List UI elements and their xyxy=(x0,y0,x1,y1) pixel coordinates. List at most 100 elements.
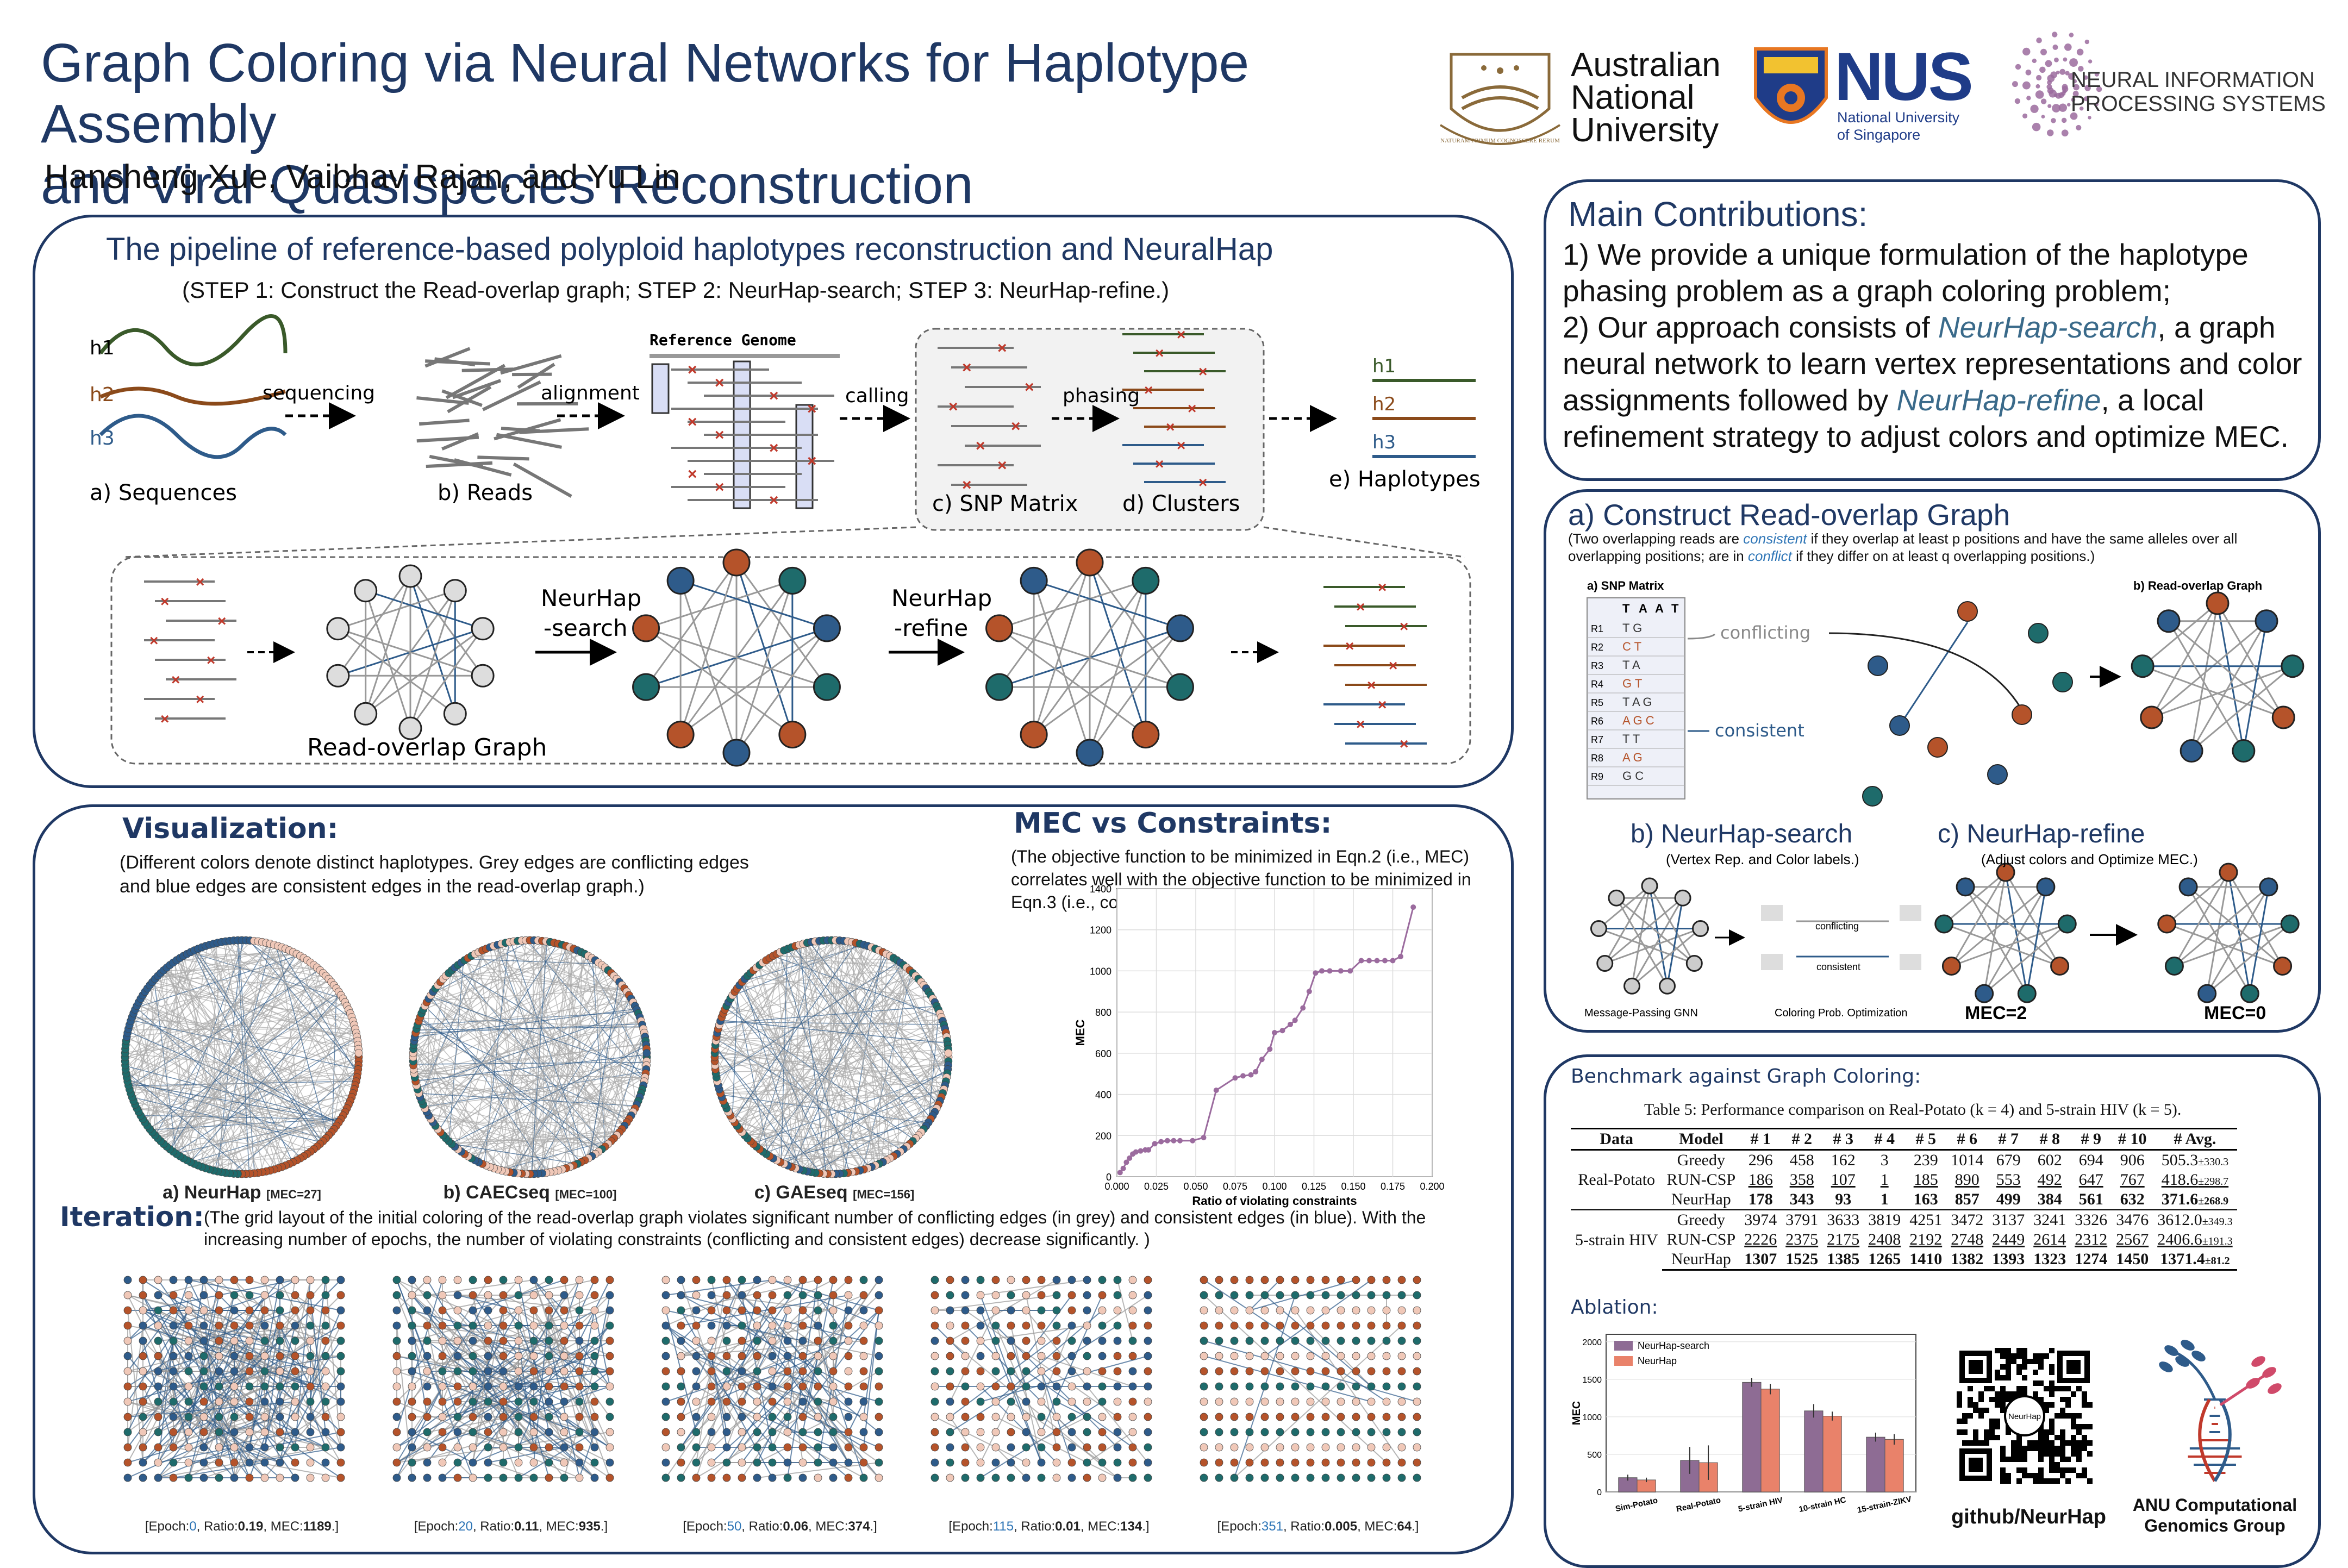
grid-node xyxy=(784,1428,791,1436)
grid-node xyxy=(246,1444,253,1451)
alignment-label: alignment xyxy=(541,382,640,404)
grid-node xyxy=(1337,1307,1345,1314)
grid-node xyxy=(1261,1428,1269,1436)
grid-node xyxy=(723,1337,730,1345)
iteration-caption: [Epoch:50, Ratio:0.06, MEC:374.] xyxy=(650,1519,910,1534)
grid-node xyxy=(784,1398,791,1405)
grid-node xyxy=(139,1322,147,1329)
graph-node xyxy=(779,722,805,748)
grid-node xyxy=(946,1291,954,1299)
grid-node xyxy=(276,1337,284,1345)
grid-node xyxy=(1068,1459,1076,1466)
value-cell: 3472 xyxy=(1946,1210,1988,1230)
grid-node xyxy=(829,1291,837,1299)
value-cell: 3819 xyxy=(1864,1210,1905,1230)
grid-node xyxy=(454,1322,461,1329)
grid-node xyxy=(1083,1307,1091,1314)
grid-node xyxy=(246,1383,253,1390)
grid-node xyxy=(738,1352,746,1360)
grid-node xyxy=(1144,1352,1152,1360)
grid-node xyxy=(992,1444,1000,1451)
grid-node xyxy=(1291,1444,1299,1451)
grid-node xyxy=(393,1459,401,1466)
grid-node xyxy=(1276,1398,1284,1405)
grid-node xyxy=(276,1428,284,1436)
grid-node xyxy=(723,1276,730,1284)
mec-point xyxy=(1382,958,1388,964)
grid-node xyxy=(307,1291,314,1299)
grid-node xyxy=(170,1413,177,1421)
grid-node xyxy=(845,1459,852,1466)
qr-code-icon[interactable]: NeurHap xyxy=(1954,1345,2095,1486)
anu-logo: NATURAM PRIMUM COGNOSCERE RERUM Australi… xyxy=(1435,38,1718,158)
grid-node xyxy=(200,1383,208,1390)
matrix-row-label: R5 xyxy=(1591,697,1603,708)
grid-node xyxy=(545,1276,553,1284)
grid-node xyxy=(738,1428,746,1436)
snp-mark: × xyxy=(715,478,725,496)
grid-node xyxy=(662,1474,670,1482)
grid-node xyxy=(1367,1398,1375,1405)
grid-node xyxy=(530,1383,538,1390)
grid-node xyxy=(1144,1291,1152,1299)
cluster-mark: × xyxy=(1345,638,1354,654)
github-link[interactable]: github/NeurHap xyxy=(1951,1505,2106,1529)
grid-node xyxy=(337,1322,345,1329)
grid-node xyxy=(576,1444,583,1451)
snp-mark: × xyxy=(769,439,779,457)
x-tick-label: 0.175 xyxy=(1381,1181,1405,1192)
grid-node xyxy=(1200,1459,1208,1466)
grid-node xyxy=(753,1383,761,1390)
graph-edge xyxy=(1829,633,2025,715)
grid-node xyxy=(200,1428,208,1436)
grid-node xyxy=(753,1307,761,1314)
grid-node xyxy=(860,1367,867,1375)
grid-node xyxy=(545,1307,553,1314)
read-mark: × xyxy=(196,573,204,590)
nus-shield-icon xyxy=(1750,43,1832,141)
grid-node xyxy=(484,1398,492,1405)
phasing-label: phasing xyxy=(1063,385,1140,407)
mec-point xyxy=(1292,1017,1298,1023)
grid-node xyxy=(814,1383,822,1390)
grid-node xyxy=(1038,1444,1045,1451)
grid-node xyxy=(276,1459,284,1466)
grid-node xyxy=(1038,1307,1045,1314)
grid-node xyxy=(829,1398,837,1405)
grid-node xyxy=(439,1383,446,1390)
ratio-value: 0.005 xyxy=(1325,1519,1357,1534)
value-cell: 3791 xyxy=(1781,1210,1822,1230)
neurips-dot xyxy=(2040,49,2047,55)
grid-node xyxy=(738,1474,746,1482)
grid-node xyxy=(708,1459,715,1466)
grid-node xyxy=(215,1474,223,1482)
grid-node xyxy=(545,1398,553,1405)
mec-point xyxy=(1146,1147,1151,1153)
legend-swatch xyxy=(1614,1341,1633,1351)
grid-node xyxy=(124,1337,132,1345)
value-cell: 178 xyxy=(1740,1190,1781,1210)
grid-node xyxy=(708,1367,715,1375)
grid-node xyxy=(139,1276,147,1284)
grid-node xyxy=(393,1291,401,1299)
grid-node xyxy=(215,1291,223,1299)
read-segment xyxy=(483,382,540,410)
dna-tree-icon xyxy=(2144,1329,2285,1492)
value-cell: 890 xyxy=(1946,1170,1988,1190)
grid-node xyxy=(829,1337,837,1345)
matrix-row-label: R1 xyxy=(1591,623,1603,634)
grid-node xyxy=(1144,1474,1152,1482)
grid-node xyxy=(230,1474,238,1482)
grid-node xyxy=(154,1459,162,1466)
grid-node xyxy=(393,1337,401,1345)
grid-node xyxy=(1215,1474,1223,1482)
grid-node xyxy=(1246,1337,1253,1345)
graph-node xyxy=(779,567,805,594)
grid-node xyxy=(1383,1291,1390,1299)
grid-node xyxy=(530,1307,538,1314)
grid-node xyxy=(1053,1398,1060,1405)
grid-node xyxy=(469,1444,477,1451)
